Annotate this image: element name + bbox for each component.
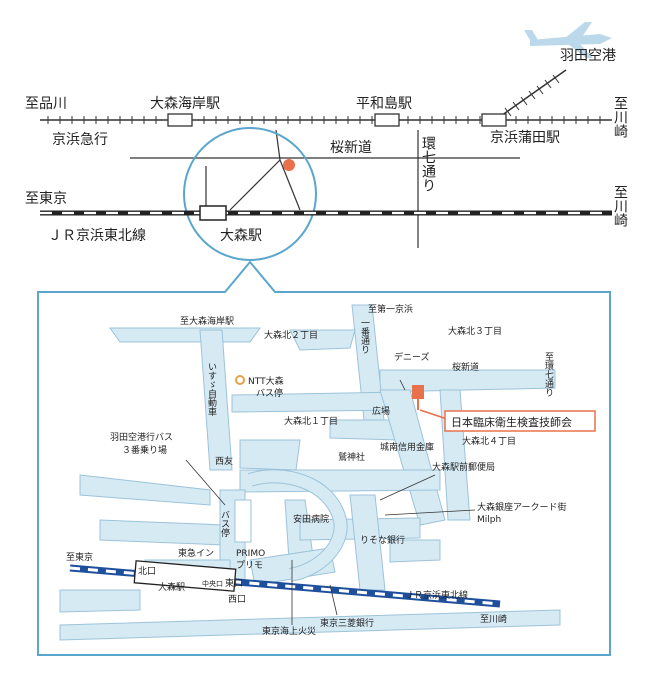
to-kawasaki-mid-label: 至川崎 xyxy=(612,185,628,227)
jr-line-detail-label: ＪＲ京浜東北線 xyxy=(405,589,468,601)
jr-line-track-top xyxy=(40,205,612,221)
omori-station-marker xyxy=(199,205,227,221)
kita1-label: 大森北１丁目 xyxy=(284,415,338,427)
mitsubishi-label: 東京三菱銀行 xyxy=(320,617,374,629)
post-office-label: 大森駅前郵便局 xyxy=(432,461,495,473)
haneda-bus-label: 羽田空港行バス xyxy=(110,431,173,443)
keikyu-kamata-station-label: 京浜蒲田駅 xyxy=(490,130,560,146)
hiroba-label: 広場 xyxy=(372,405,390,417)
detail-frame xyxy=(37,260,611,656)
jr-line-top-label: ＪＲ京浜東北線 xyxy=(48,228,146,244)
airplane-icon xyxy=(524,22,612,58)
seiyu-label: 西友 xyxy=(215,455,233,467)
to-shinagawa-label: 至品川 xyxy=(25,96,67,112)
ntt-label: NTT大森 xyxy=(248,375,284,387)
ichiban-dori-label: 一番通り xyxy=(359,318,370,354)
heiwajima-station-marker xyxy=(374,113,400,127)
to-omori-kaigan-label: 至大森海岸駅 xyxy=(180,315,234,327)
keikyu-kamata-station-marker xyxy=(481,113,507,127)
association-label-box xyxy=(444,410,596,432)
to-kawasaki-detail-label: 至川崎 xyxy=(480,613,507,625)
to-kan7-label: 至環七通り xyxy=(543,352,554,397)
to-kawasaki-top-label: 至川崎 xyxy=(612,96,628,138)
shinkin-label: 城南信用金庫 xyxy=(380,441,434,453)
association-building-marker xyxy=(412,385,424,399)
kita2-label: 大森北２丁目 xyxy=(264,329,318,341)
omori-station-top-label: 大森駅 xyxy=(220,228,262,244)
isuzu-label: いすゞ自動車 xyxy=(206,362,217,417)
bus-stop-label: バス停 xyxy=(256,387,283,399)
kan7-label: 環七通り xyxy=(420,136,436,192)
kita3-label: 大森北３丁目 xyxy=(448,325,502,337)
top-roads xyxy=(130,129,520,248)
omori-kaigan-station-label: 大森海岸駅 xyxy=(150,96,220,112)
kita4-label: 大森北４丁目 xyxy=(462,435,516,447)
association-label: 日本臨床衛生検査技師会 xyxy=(451,415,572,429)
road-network xyxy=(59,304,561,641)
resona-label: りそな銀行 xyxy=(360,534,405,546)
milph-label: Milph xyxy=(477,515,501,525)
jr-line-track-detail xyxy=(69,560,501,608)
toyoko-label: 東急イン xyxy=(178,547,214,559)
primo-kana-label: プリモ xyxy=(236,560,263,571)
primo-label: PRIMO xyxy=(236,549,265,559)
omori-station-building xyxy=(133,560,237,592)
sakura-shindo-detail-label: 桜新道 xyxy=(452,361,479,373)
bus-stop2-label: バス停 xyxy=(219,510,230,538)
airport-line xyxy=(497,69,567,119)
zoom-circle xyxy=(183,127,317,261)
tokyo-kaijo-label: 東京海上火災 xyxy=(262,625,316,637)
kita-exit-label: 北口 xyxy=(138,566,156,577)
east-exit-label: 東口 xyxy=(225,577,243,589)
bus-stop-block xyxy=(234,499,252,543)
central-exit-label: 中央口 xyxy=(202,579,223,588)
omori-kaigan-station-marker xyxy=(167,113,193,127)
to-tokyo-detail-label: 至東京 xyxy=(66,551,93,563)
yasuda-label: 安田病院 xyxy=(293,513,329,525)
to-tokyo-top-label: 至東京 xyxy=(25,191,67,207)
location-marker xyxy=(283,159,295,171)
to-daiichi-keihin-label: 至第一京浜 xyxy=(368,303,413,315)
ntt-marker xyxy=(235,375,245,385)
dennys-label: デニーズ xyxy=(394,351,430,363)
haneda-airport-label: 羽田空港 xyxy=(560,48,616,64)
bus-platform-label: ３番乗り場 xyxy=(122,444,167,456)
heiwajima-station-label: 平和島駅 xyxy=(356,96,412,112)
west-exit-label: 西口 xyxy=(228,594,246,605)
omori-station-detail-label: 大森駅 xyxy=(158,581,185,593)
keikyu-line-label: 京浜急行 xyxy=(52,132,108,148)
arcade-label: 大森銀座アークード街 xyxy=(477,501,566,513)
suwa-shrine-label: 鷲神社 xyxy=(338,451,365,463)
sakura-shindo-top-label: 桜新道 xyxy=(330,140,372,156)
keikyu-line-track xyxy=(40,113,612,127)
